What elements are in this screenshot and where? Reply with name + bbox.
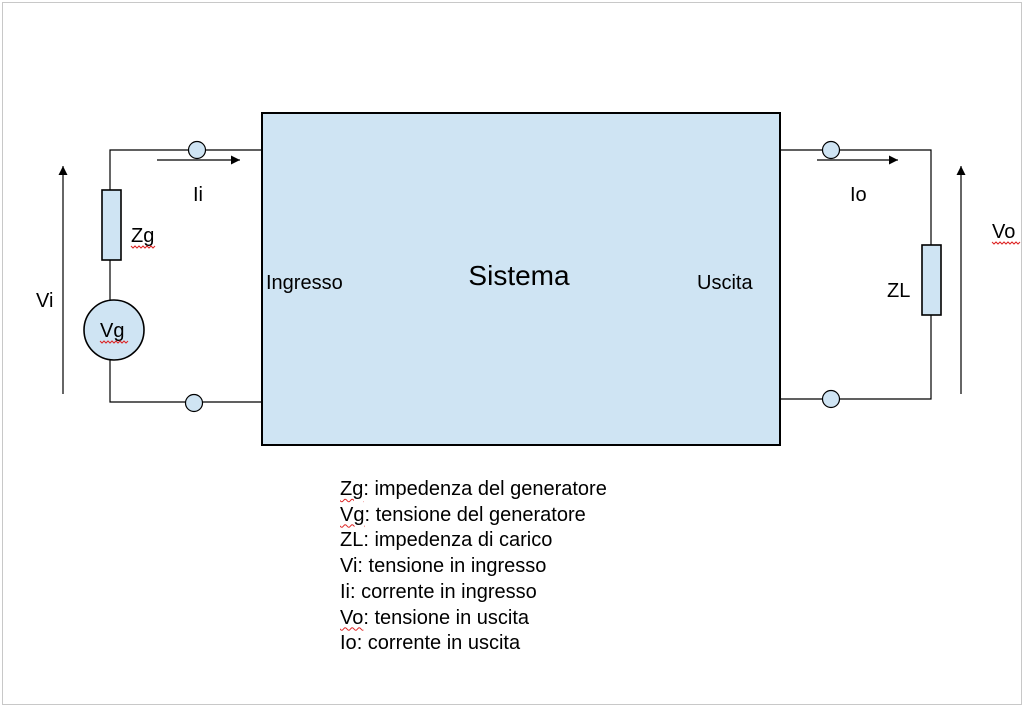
legend-symbol: Vg [340,503,365,526]
output-bottom-wire [780,315,932,400]
legend-item: ZL: impedenza di carico [340,528,607,554]
vg-spellcheck-squiggle [99,340,129,344]
zg-label: Zg [131,225,154,247]
system-block [261,112,781,446]
legend-symbol: Vo [340,606,364,629]
legend-item: Vi: tensione in ingresso [340,554,607,580]
vo-label: Vo [992,221,1015,243]
legend-symbol: ZL [340,529,364,552]
legend-text: : impedenza del generatore [363,478,607,500]
vi-label: Vi [36,290,53,312]
legend-text: : corrente in uscita [356,632,521,655]
input-top-wire [109,149,262,190]
input-top-terminal [187,140,207,160]
system-title: Sistema [468,260,570,291]
zg-resistor [101,189,122,261]
legend: Zg: impedenza del generatore Vg: tension… [340,477,607,657]
vo-spellcheck-squiggle [991,241,1021,245]
zl-label: ZL [887,280,910,302]
legend-text: : tensione in uscita [363,606,530,629]
legend-item: Ii: corrente in ingresso [340,580,607,606]
legend-item: Vg: tensione del generatore [340,503,607,529]
legend-text: : tensione del generatore [364,503,586,526]
zl-resistor [921,244,942,316]
vg-label: Vg [100,320,124,342]
output-top-terminal [821,140,841,160]
legend-symbol: Zg [340,478,364,500]
output-label: Uscita [697,272,753,294]
legend-item: Zg: impedenza del generatore [340,477,607,503]
legend-symbol: Vi [340,555,358,578]
legend-item: Vo: tensione in uscita [340,606,607,632]
ii-label: Ii [193,184,203,206]
legend-text: : impedenza di carico [363,529,553,552]
input-bottom-terminal [184,393,204,413]
legend-symbol: Io [340,632,357,655]
io-label: Io [850,184,867,206]
input-label: Ingresso [266,272,343,294]
legend-text: : corrente in ingresso [350,580,537,603]
output-bottom-terminal [821,389,841,409]
legend-text: : tensione in ingresso [357,555,547,578]
legend-item: Io: corrente in uscita [340,631,607,657]
zg-spellcheck-squiggle [130,245,156,249]
input-bottom-wire [109,358,262,403]
vg-source [83,299,145,361]
legend-symbol: Ii [340,580,350,603]
